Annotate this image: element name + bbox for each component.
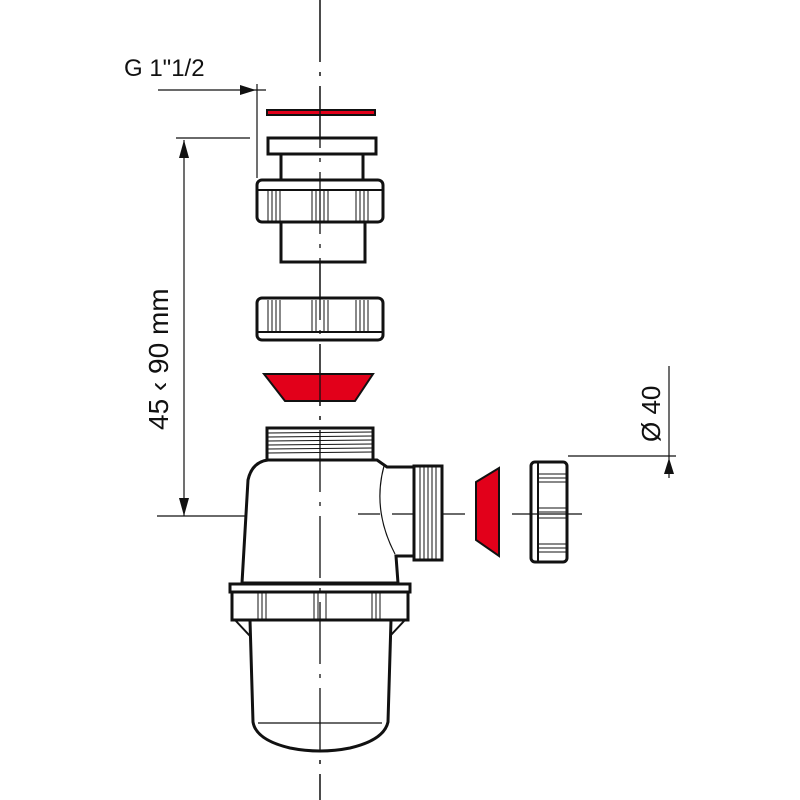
height-arrow-top — [179, 140, 189, 158]
siphon-inner-curve — [379, 465, 396, 555]
siphon-body — [240, 458, 418, 585]
height-dimension-label: 45 ‹ 90 mm — [143, 288, 174, 430]
thread-dimension-label: G 1"1/2 — [124, 55, 205, 82]
outlet-threaded-stub — [412, 464, 444, 562]
side-nut — [529, 460, 569, 564]
tailpiece-flange — [266, 136, 378, 156]
bottle-cup — [248, 618, 393, 753]
diameter-dimension-label: Ø 40 — [636, 386, 666, 442]
cone-washer-top — [261, 373, 375, 402]
flat-gasket — [266, 109, 376, 116]
diameter-arrow — [664, 458, 674, 474]
height-arrow-bottom — [179, 498, 189, 516]
thread-dim-arrow — [240, 85, 256, 95]
tailpiece-neck — [279, 152, 365, 182]
cone-washer-side — [475, 466, 500, 558]
tailpiece-tube — [279, 220, 367, 264]
